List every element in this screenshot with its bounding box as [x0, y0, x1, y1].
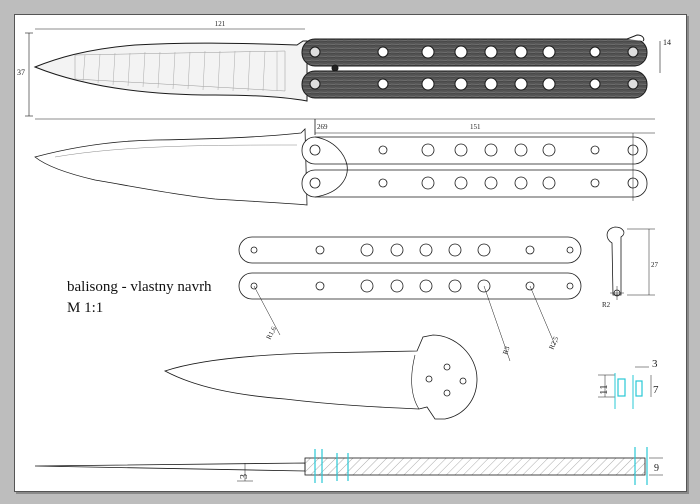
- view-latch: [606, 226, 655, 300]
- dim-handle-width: 14: [663, 38, 671, 47]
- dim-hole-radius-small: R1,6: [265, 325, 279, 341]
- view-closed-knife: [25, 28, 661, 120]
- dim-hole-radius-medium: R3: [501, 345, 511, 356]
- outline-holes: [309, 143, 639, 190]
- blade-serration: [74, 50, 286, 92]
- dim-handle-thickness: 9: [654, 463, 659, 474]
- blade-outline: [34, 128, 308, 206]
- view-outline: [34, 119, 655, 206]
- dim-latch-radius: R2: [602, 301, 611, 309]
- dim-thickness: 3: [239, 474, 250, 479]
- blade-closed: [33, 40, 308, 102]
- handle-outline-bottom: [301, 169, 648, 198]
- dim-pivot-offset: 269: [317, 123, 328, 131]
- dim-handle-length: 151: [470, 123, 481, 131]
- blade-grind-lines: [82, 50, 278, 92]
- view-blade-tang: [163, 334, 478, 420]
- dim-latch-height: 27: [651, 261, 659, 269]
- dim-overall-length: 121: [215, 20, 226, 28]
- drawing-title: balisong - vlastny navrh M 1:1: [67, 277, 212, 319]
- handle-holes-bottom: [377, 77, 601, 91]
- dim-blade-height: 37: [17, 68, 25, 77]
- handle-holes-top: [377, 45, 601, 59]
- technical-drawing: 121 37 14 269 151: [17, 20, 671, 485]
- dim-pin-body: 7: [653, 384, 659, 396]
- drawing-sheet: 121 37 14 269 151: [14, 14, 687, 492]
- handle-top: [301, 38, 648, 67]
- title-line-1: balisong - vlastny navrh: [67, 279, 212, 295]
- dim-hole-radius-large: R2,5: [548, 335, 561, 351]
- view-side-profile: [34, 447, 663, 485]
- dim-pin-head: 3: [652, 358, 658, 370]
- latch-closed: [626, 34, 645, 42]
- handle-plate-bottom: [238, 272, 582, 300]
- title-line-2: M 1:1: [67, 300, 104, 316]
- dim-pin-length: 11: [598, 384, 610, 395]
- view-pin-detail: [598, 366, 652, 409]
- handle-outline-top: [301, 136, 648, 165]
- handle-plate-top: [238, 236, 582, 264]
- handle-bottom: [301, 70, 648, 99]
- view-handle-plates: [238, 236, 582, 362]
